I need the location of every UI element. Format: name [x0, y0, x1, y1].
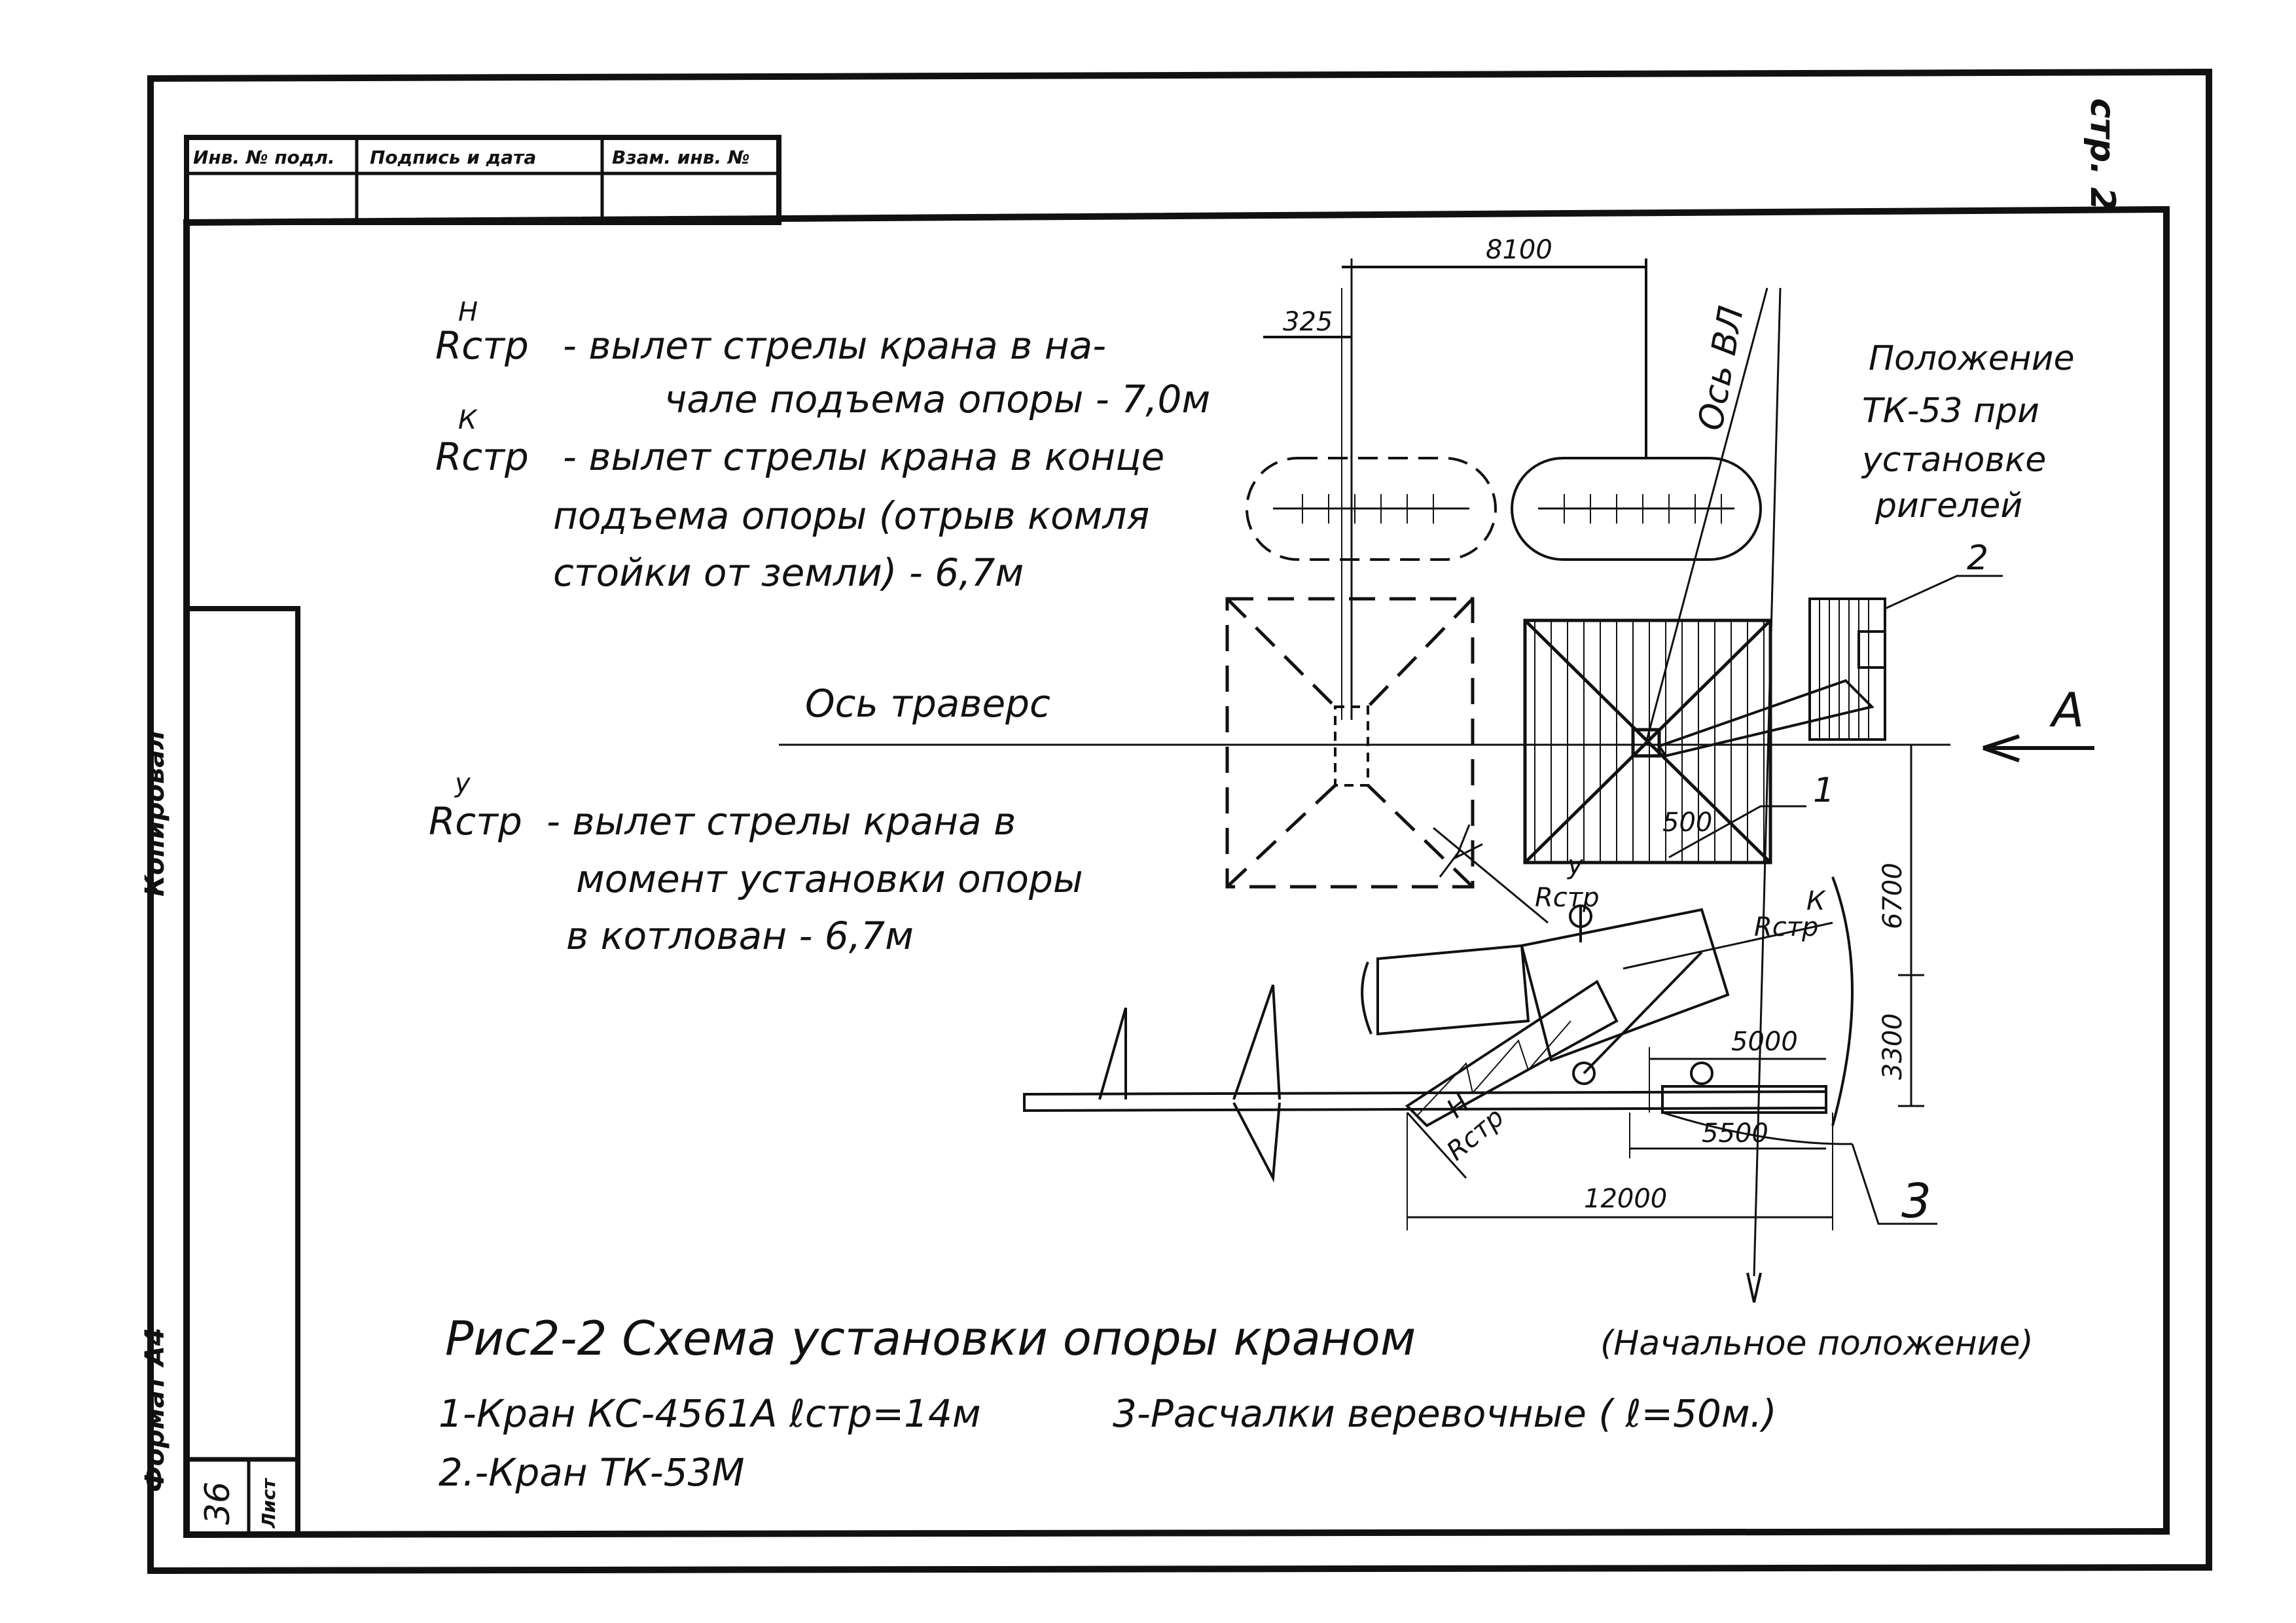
- leader-3: [1851, 1143, 1937, 1225]
- dim-325: 325: [1283, 307, 1333, 337]
- pit-right-hatching: [1534, 620, 1765, 863]
- caption-title-note: (Начальное положение): [1600, 1324, 2034, 1363]
- side-label-copied: Копировал: [140, 730, 170, 897]
- figure-caption: Рис2-2 Схема установки опоры краном (Нач…: [439, 1311, 2034, 1495]
- ru-label: Rстр: [1535, 883, 1599, 913]
- caption-item-2: 2.-Кран ТК-53М: [439, 1450, 745, 1495]
- axis-traverse-label: Ось траверс: [805, 681, 1050, 726]
- leader-1: [1668, 805, 1806, 859]
- inner-frame: [183, 205, 2170, 1539]
- scheme-drawing: [779, 259, 2094, 1303]
- outer-frame: [147, 68, 2212, 1575]
- title-block-header-1: Инв. № подл.: [193, 147, 335, 168]
- caption-item-3: 3-Расчалки веревочные ( ℓ=50м.): [1113, 1391, 1777, 1436]
- legend-ru-symbol: Rстр: [429, 799, 522, 844]
- caption-item-1: 1-Кран КС-4561А ℓстр=14м: [439, 1391, 981, 1436]
- support-pole: [1023, 984, 1827, 1183]
- boom-reach-arc: [1831, 876, 1854, 1126]
- legend-rk-symbol: Rстр: [435, 435, 529, 479]
- legend-rn-sup: Н: [458, 297, 478, 327]
- legend-ru-sup: у: [454, 768, 471, 798]
- legend-ru-line2: момент установки опоры: [576, 857, 1083, 901]
- title-block-header-2: Подпись и дата: [370, 147, 536, 168]
- arrow-a-label: А: [2049, 683, 2084, 738]
- side-label-format: Формат А4: [140, 1328, 170, 1492]
- rk-label: Rстр: [1754, 912, 1818, 942]
- rope-guys: [1662, 1111, 1853, 1145]
- tk53-note-4: ригелей: [1874, 486, 2022, 526]
- sheet-number: 36: [198, 1482, 238, 1525]
- caption-title: Рис2-2 Схема установки опоры краном: [445, 1311, 1416, 1366]
- legend-rn-line1: - вылет стрелы крана в на-: [563, 323, 1106, 368]
- dim-6700: 6700: [1878, 863, 1908, 929]
- dim-500: 500: [1662, 808, 1712, 838]
- traverse-right-ticks: [1564, 494, 1722, 524]
- dim-3300: 3300: [1878, 1013, 1908, 1080]
- power-line-axis-label: Ось ВЛ: [1691, 303, 1751, 433]
- traverse-right: [1511, 457, 1762, 561]
- legend-rk-line2: подъема опоры (отрыв комля: [553, 493, 1149, 538]
- dim-5000: 5000: [1731, 1027, 1798, 1057]
- traverse-left: [1246, 457, 1497, 561]
- tk53-note-1: Положение: [1869, 339, 2075, 378]
- tk53-note-3: установке: [1861, 440, 2046, 480]
- dim-8100: 8100: [1486, 235, 1552, 265]
- diagram-labels: Положение ТК-53 при установке ригелей Ос…: [1283, 235, 2084, 1228]
- legend-rk-line3: стойки от земли) - 6,7м: [553, 550, 1024, 595]
- sheet-label: Лист: [258, 1478, 279, 1529]
- crane-ks4561a: [1361, 904, 1730, 1128]
- left-side-strip: [187, 606, 300, 1535]
- title-block-header-3: Взам. инв. №: [612, 147, 750, 168]
- leader-2: [1884, 575, 2003, 610]
- legend-ru-line3: в котлован - 6,7м: [566, 914, 914, 958]
- pit-right: [1523, 618, 1772, 865]
- legend-rn-line2: чале подъема опоры - 7,0м: [664, 377, 1210, 421]
- legend-rk-sup: К: [458, 405, 478, 435]
- marker-1: 1: [1813, 771, 1835, 810]
- pit-left: [1225, 597, 1475, 889]
- title-block: [184, 135, 781, 225]
- arrow-a: [1982, 734, 2094, 762]
- legend-rk-line1: - вылет стрелы крана в конце: [563, 435, 1164, 479]
- dim-12000: 12000: [1584, 1184, 1667, 1214]
- legend-notes: Rстр Н - вылет стрелы крана в на- чале п…: [429, 297, 1210, 958]
- sheet-frames: [147, 68, 2212, 1575]
- ru-sup: у: [1567, 850, 1584, 880]
- crane-tk53: [1657, 597, 1886, 758]
- legend-ru-line1: - вылет стрелы крана в: [547, 799, 1016, 844]
- marker-2: 2: [1967, 539, 1988, 578]
- marker-3: 3: [1901, 1173, 1931, 1228]
- legend-rn-symbol: Rстр: [435, 323, 529, 368]
- corner-mark: стр. 2: [2083, 98, 2122, 211]
- dim-5500: 5500: [1702, 1118, 1768, 1149]
- traverse-left-ticks: [1302, 494, 1434, 524]
- tk53-note-2: ТК-53 при: [1862, 391, 2039, 431]
- rk-sup: К: [1806, 886, 1826, 916]
